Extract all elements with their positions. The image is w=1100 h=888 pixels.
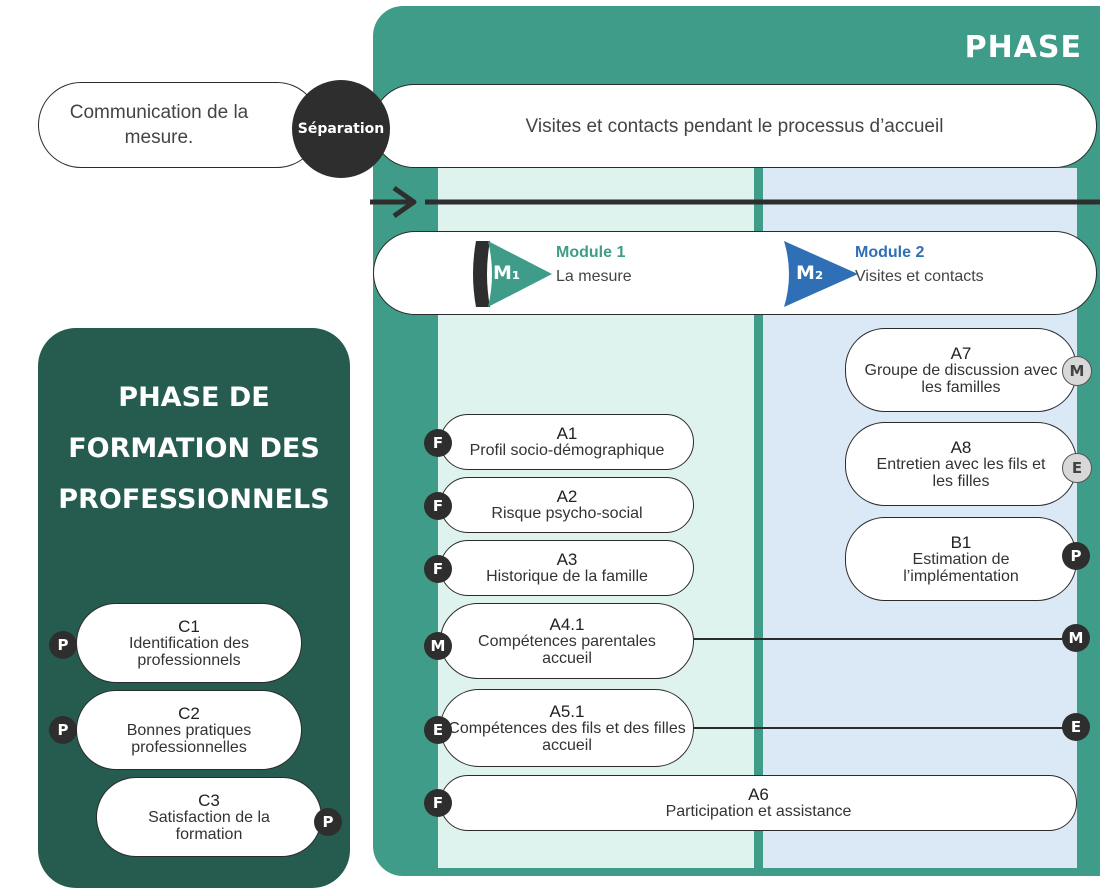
e-badge-icon: E xyxy=(1062,713,1090,741)
visits-bar: Visites et contacts pendant le processus… xyxy=(372,84,1097,168)
item-code: C2 xyxy=(178,703,200,723)
activity-label: Profil socio-démographique xyxy=(469,442,665,459)
formation-item-c3: C3 Satisfaction de la formation xyxy=(96,777,322,857)
item-label: Identification des professionnels xyxy=(128,634,250,669)
activity-code: A2 xyxy=(556,487,578,506)
activity-label: Entretien avec les fils et les filles xyxy=(876,455,1046,490)
activity-a5-1: A5.1 Compétences des fils et des filles … xyxy=(440,689,694,767)
phase-title: PHASE xyxy=(964,30,1082,65)
activity-code: A1 xyxy=(556,424,578,443)
activity-label: Historique de la famille xyxy=(486,568,648,585)
activity-a4-1: A4.1 Compétences parentales accueil xyxy=(440,603,694,679)
formation-item-c2: C2 Bonnes pratiques professionnelles xyxy=(76,690,302,770)
module1-title: Module 1 xyxy=(556,244,626,261)
p-badge-icon: P xyxy=(1062,542,1090,570)
module1-icon-label: M₁ xyxy=(493,262,521,284)
activity-code: A4.1 xyxy=(549,614,585,634)
f-badge-icon: F xyxy=(424,492,452,520)
formation-item-c1: C1 Identification des professionnels xyxy=(76,603,302,683)
activity-label: Compétences des fils et des filles accue… xyxy=(448,719,686,754)
activity-label: Groupe de discussion avec les familles xyxy=(864,361,1058,396)
module2-subtitle: Visites et contacts xyxy=(855,268,984,285)
activity-code: A5.1 xyxy=(549,701,585,721)
activity-a2: A2 Risque psycho-social xyxy=(440,477,694,533)
connector-line xyxy=(694,727,1070,729)
f-badge-icon: F xyxy=(424,429,452,457)
activity-a6: A6 Participation et assistance xyxy=(440,775,1077,831)
timeline-arrow xyxy=(370,185,1100,219)
connector-line xyxy=(694,638,1070,640)
separation-label: Séparation xyxy=(297,121,385,137)
communication-pill: Communication de la mesure. xyxy=(38,82,320,168)
item-code: C3 xyxy=(198,790,220,810)
activity-code: A7 xyxy=(950,343,972,363)
activity-a8: A8 Entretien avec les fils et les filles xyxy=(845,422,1077,506)
module1-icon xyxy=(473,241,552,307)
item-label: Bonnes pratiques professionnelles xyxy=(126,721,252,756)
f-badge-icon: F xyxy=(424,555,452,583)
p-badge-icon: P xyxy=(314,808,342,836)
e-badge-icon: E xyxy=(1062,453,1092,483)
formation-title: PHASE DE FORMATION DES PROFESSIONNELS xyxy=(58,382,330,515)
activity-label: Participation et assistance xyxy=(665,803,852,820)
m-badge-icon: M xyxy=(1062,624,1090,652)
activity-code: A6 xyxy=(748,785,769,804)
p-badge-icon: P xyxy=(49,716,77,744)
e-badge-icon: E xyxy=(424,716,452,744)
item-label: Satisfaction de la formation xyxy=(148,808,270,843)
activity-code: A3 xyxy=(556,550,578,569)
activity-label: Risque psycho-social xyxy=(491,505,643,522)
activity-code: B1 xyxy=(950,532,972,552)
module2-title: Module 2 xyxy=(855,244,925,261)
module2-icon-label: M₂ xyxy=(796,262,824,284)
m-badge-icon: M xyxy=(1062,356,1092,386)
activity-code: A8 xyxy=(950,437,972,457)
activity-a7: A7 Groupe de discussion avec les famille… xyxy=(845,328,1077,412)
module2-icon xyxy=(784,241,858,307)
activity-label: Compétences parentales accueil xyxy=(478,632,656,667)
activity-b1: B1 Estimation de l’implémentation xyxy=(845,517,1077,601)
m-badge-icon: M xyxy=(424,632,452,660)
item-code: C1 xyxy=(178,616,200,636)
activity-label: Estimation de l’implémentation xyxy=(903,550,1019,585)
activity-a1: A1 Profil socio-démographique xyxy=(440,414,694,470)
module1-subtitle: La mesure xyxy=(556,268,632,285)
activity-a3: A3 Historique de la famille xyxy=(440,540,694,596)
p-badge-icon: P xyxy=(49,631,77,659)
visits-bar-text: Visites et contacts pendant le processus… xyxy=(525,115,944,137)
separation-circle: Séparation xyxy=(292,80,390,178)
communication-text: Communication de la mesure. xyxy=(69,102,249,148)
f-badge-icon: F xyxy=(424,789,452,817)
